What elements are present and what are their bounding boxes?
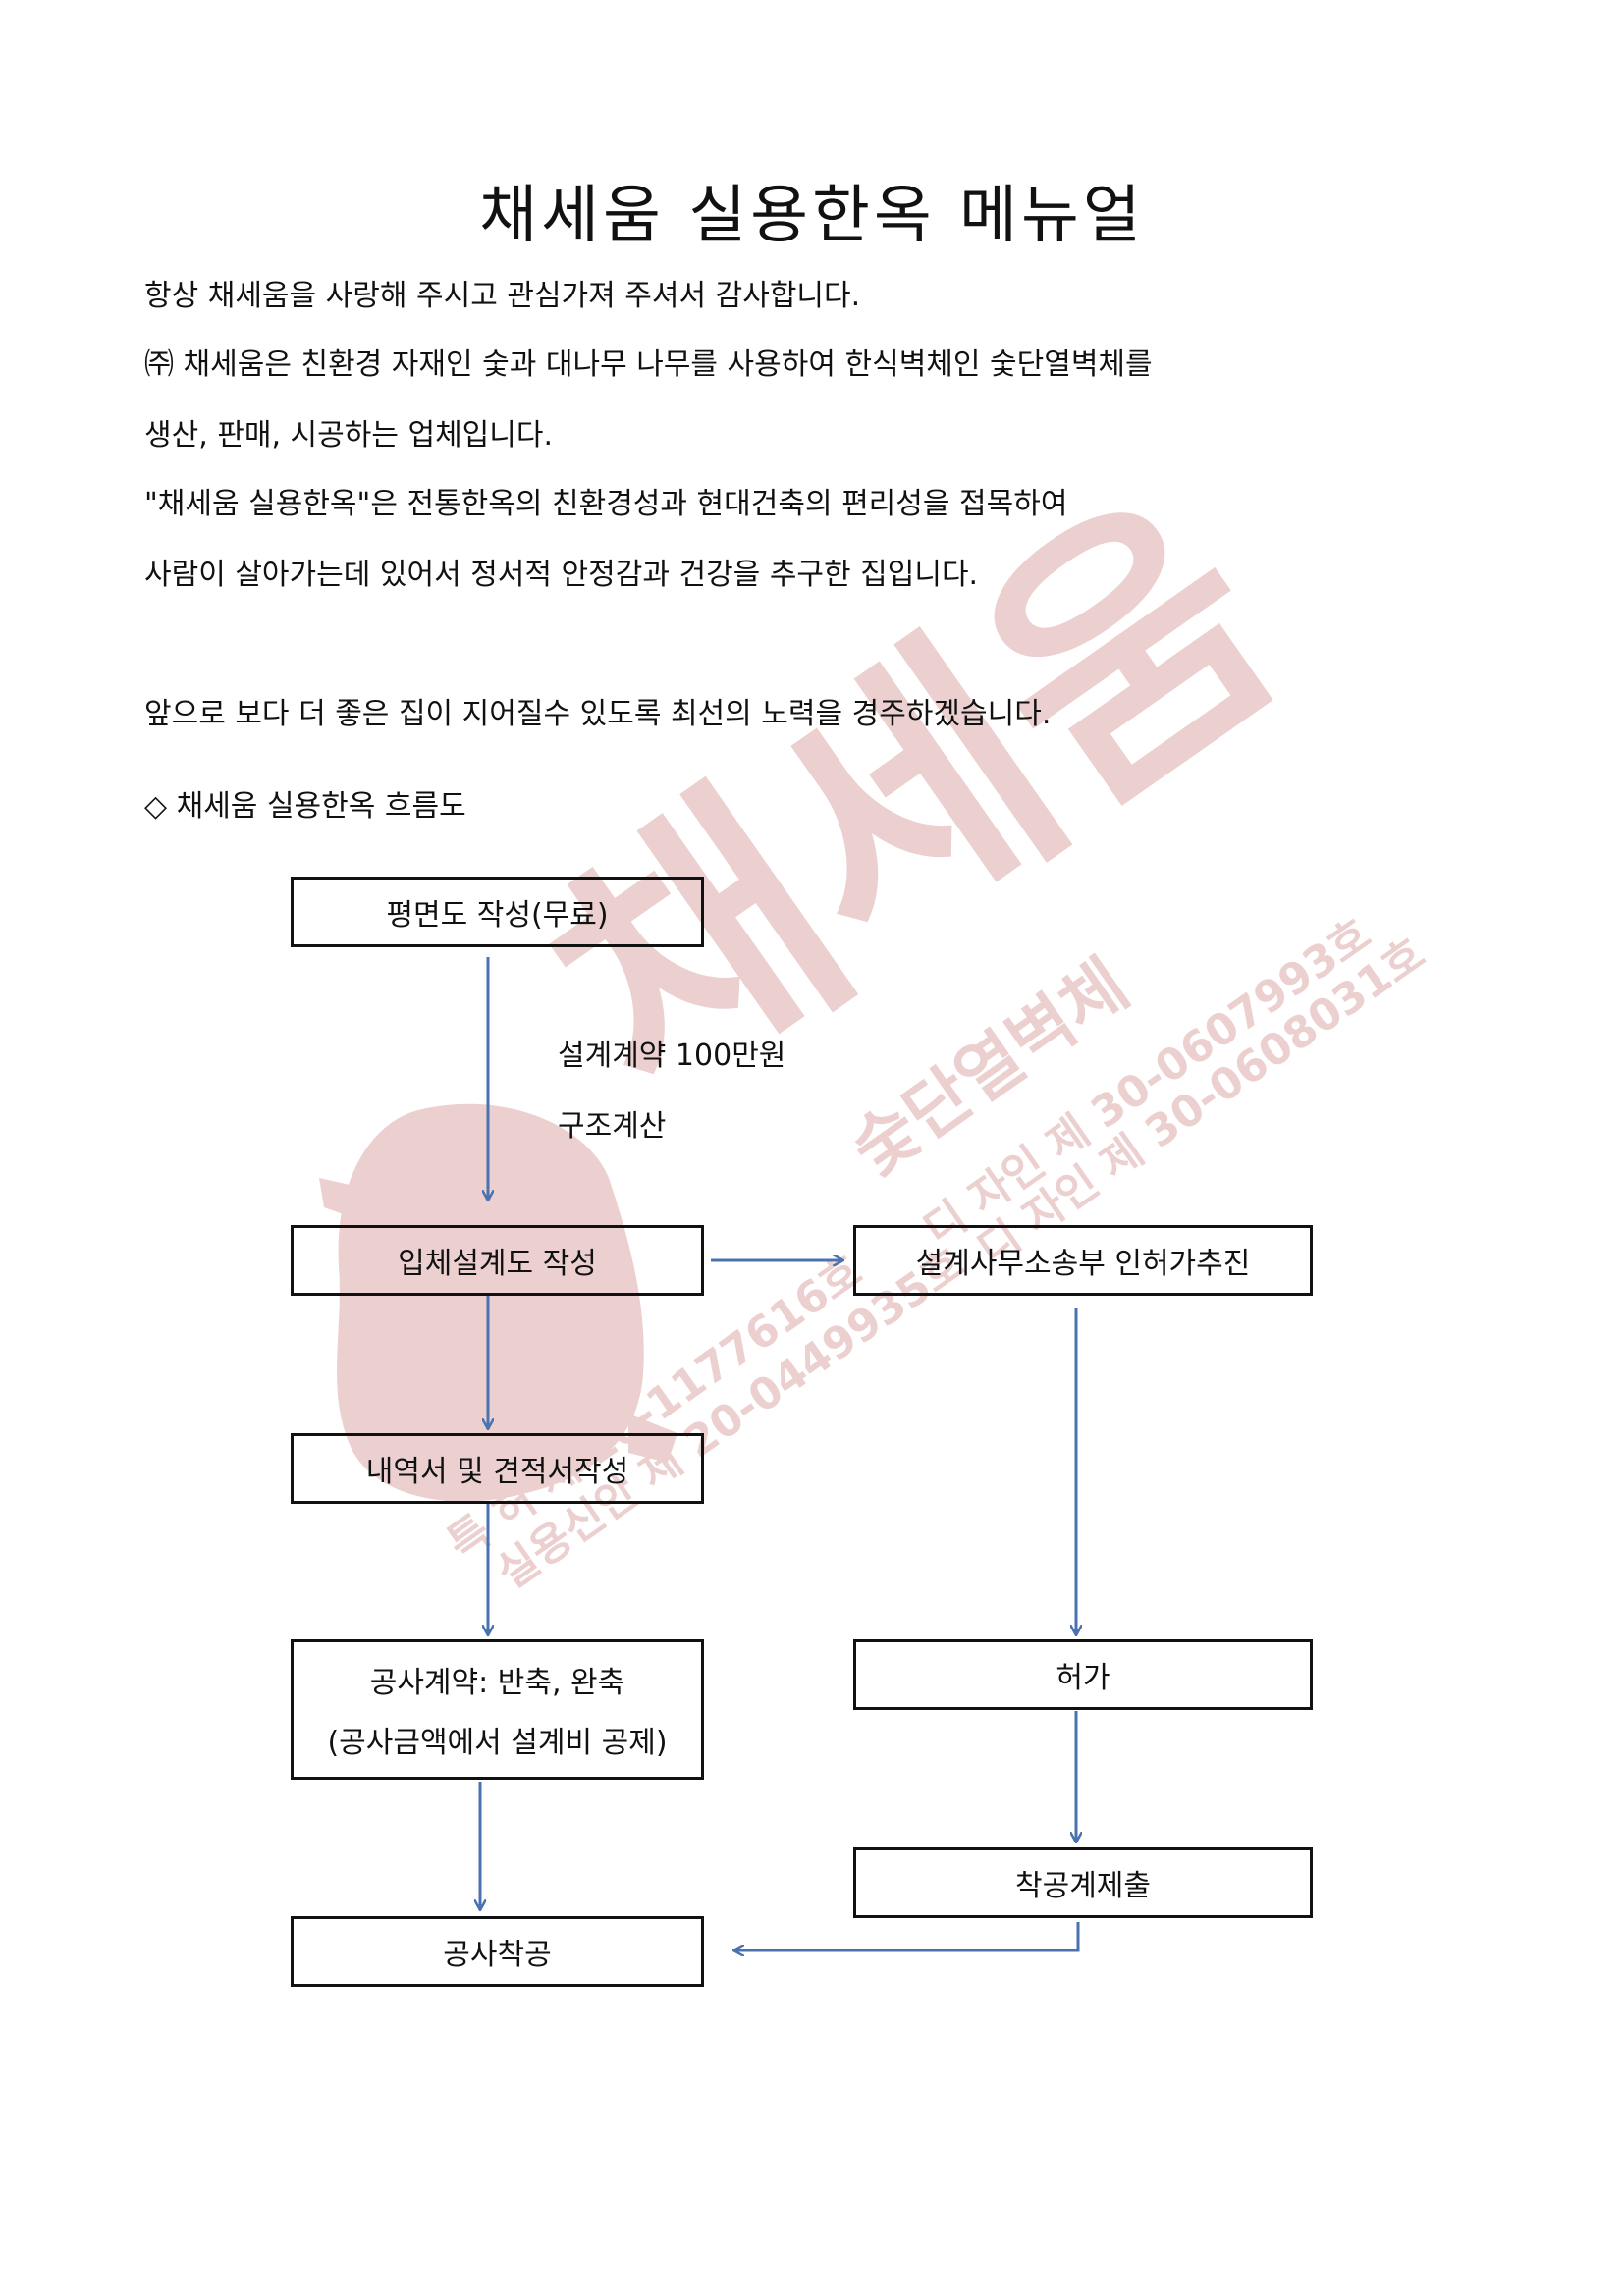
box-start-report: 착공계제출 bbox=[853, 1847, 1313, 1918]
box-design-office-label: 설계사무소송부 인허가추진 bbox=[915, 1247, 1251, 1281]
box-contract-line2: (공사금액에서 설계비 공제) bbox=[327, 1725, 668, 1760]
intro-paragraph-1: 항상 채세움을 사랑해 주시고 관심가져 주셔서 감사합니다. bbox=[144, 279, 861, 313]
box-construction-start: 공사착공 bbox=[291, 1916, 704, 1987]
watermark-seal bbox=[319, 1103, 677, 1502]
box-construction-contract: 공사계약: 반축, 완축 (공사금액에서 설계비 공제) bbox=[291, 1639, 704, 1780]
intro-paragraph-4: "채세움 실용한옥"은 전통한옥의 친환경성과 현대건축의 편리성을 접목하여 bbox=[144, 487, 1068, 521]
box-permit: 허가 bbox=[853, 1639, 1313, 1710]
box-floor-plan-label: 평면도 작성(무료) bbox=[386, 898, 609, 933]
box-estimate-label: 내역서 및 견적서작성 bbox=[365, 1455, 629, 1489]
box-3d-design-label: 입체설계도 작성 bbox=[398, 1247, 597, 1281]
note-structural-calc: 구조계산 bbox=[558, 1109, 667, 1144]
box-construction-start-label: 공사착공 bbox=[443, 1938, 552, 1972]
flowchart-heading: ◇ 채세움 실용한옥 흐름도 bbox=[144, 789, 466, 824]
box-permit-label: 허가 bbox=[1056, 1661, 1110, 1695]
box-contract-line1: 공사계약: 반축, 완축 bbox=[369, 1666, 625, 1701]
note-design-contract: 설계계약 100만원 bbox=[558, 1039, 786, 1073]
box-start-report-label: 착공계제출 bbox=[1015, 1869, 1151, 1903]
box-design-office: 설계사무소송부 인허가추진 bbox=[853, 1225, 1313, 1296]
intro-paragraph-2: ㈜ 채세움은 친환경 자재인 숯과 대나무 나무를 사용하여 한식벽체인 숯단열… bbox=[144, 347, 1153, 382]
page-title: 채세움 실용한옥 메뉴얼 bbox=[479, 180, 1145, 252]
intro-paragraph-3: 생산, 판매, 시공하는 업체입니다. bbox=[144, 418, 554, 453]
arrow-report-to-start bbox=[734, 1922, 1080, 1950]
box-3d-design: 입체설계도 작성 bbox=[291, 1225, 704, 1296]
box-floor-plan: 평면도 작성(무료) bbox=[291, 877, 704, 947]
box-estimate: 내역서 및 견적서작성 bbox=[291, 1433, 704, 1504]
intro-paragraph-5: 사람이 살아가는데 있어서 정서적 안정감과 건강을 추구한 집입니다. bbox=[144, 558, 979, 592]
intro-paragraph-6: 앞으로 보다 더 좋은 집이 지어질수 있도록 최선의 노력을 경주하겠습니다. bbox=[144, 697, 1052, 731]
